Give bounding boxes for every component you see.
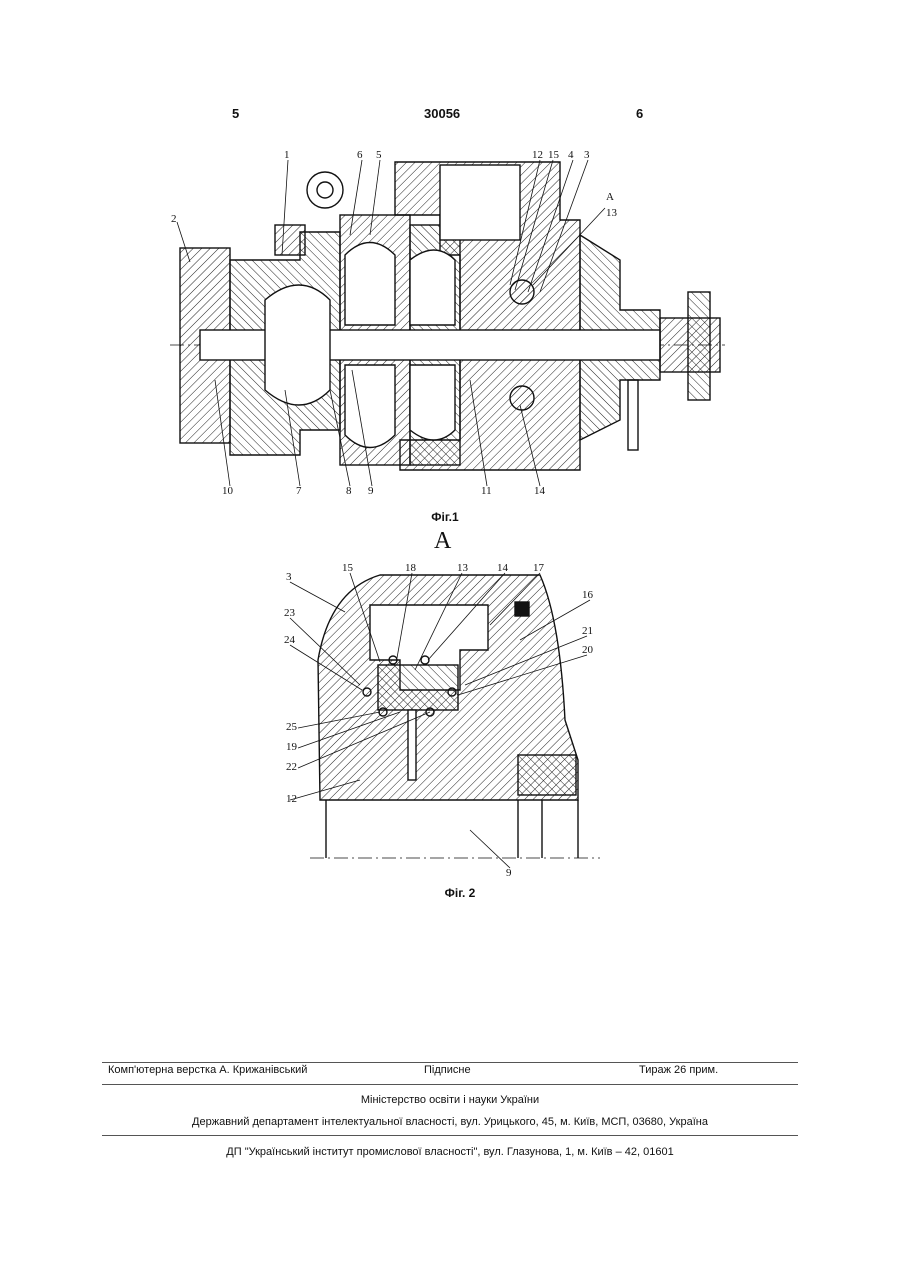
fig1-callout-1: 1 <box>284 149 290 161</box>
footer-rule-bottom <box>102 1135 798 1136</box>
fig2-body <box>310 575 600 858</box>
fig2-callout-19: 19 <box>286 741 298 753</box>
fig1-callout-2: 2 <box>171 213 177 225</box>
fig1-body <box>170 162 725 470</box>
fig1-callout-11: 11 <box>481 485 492 497</box>
fig2-callout-14: 14 <box>497 562 509 574</box>
fig1-callout-3: 3 <box>584 149 590 161</box>
fig2-callout-3: 3 <box>286 571 292 583</box>
fig1-callout-9: 9 <box>368 485 374 497</box>
fig2-callout-12: 12 <box>286 793 297 805</box>
fig2-callout-18: 18 <box>405 562 417 574</box>
fig2-view-label: А <box>434 528 452 554</box>
fig2-callout-24: 24 <box>284 634 296 646</box>
fig2-callout-13: 13 <box>457 562 469 574</box>
fig2-callout-21: 21 <box>582 625 593 637</box>
fig1-callout-14: 14 <box>534 485 546 497</box>
fig1-callout-10: 10 <box>222 485 234 497</box>
footer-signed: Підписне <box>424 1064 471 1076</box>
fig2-callout-16: 16 <box>582 589 594 601</box>
fig2-callout-23: 23 <box>284 607 296 619</box>
footer-rule-top <box>102 1062 798 1063</box>
footer-rule-middle <box>102 1084 798 1085</box>
fig2-callout-25: 25 <box>286 721 298 733</box>
fig2-callout-17: 17 <box>533 562 545 574</box>
footer-circulation: Тираж 26 прим. <box>639 1064 718 1076</box>
fig2-callout-15: 15 <box>342 562 354 574</box>
footer-layout-credit: Комп'ютерна верстка А. Крижанівський <box>108 1064 307 1076</box>
fig2-callout-22: 22 <box>286 761 297 773</box>
fig2-callout-20: 20 <box>582 644 594 656</box>
footer-department: Державний департамент інтелектуальної вл… <box>102 1116 798 1128</box>
figure-1-caption: Фіг.1 <box>420 510 470 524</box>
footer-institute: ДП "Український інститут промислової вла… <box>102 1146 798 1158</box>
fig1-callout-6: 6 <box>357 149 363 161</box>
fig2-callout-9: 9 <box>506 867 512 879</box>
fig1-callout-4: 4 <box>568 149 574 161</box>
fig1-callout-a: А <box>606 191 614 203</box>
fig1-callout-8: 8 <box>346 485 352 497</box>
fig1-callout-12: 12 <box>532 149 543 161</box>
fig1-callout-7: 7 <box>296 485 302 497</box>
fig1-callout-13: 13 <box>606 207 618 219</box>
fig1-callout-15: 15 <box>548 149 560 161</box>
fig1-callout-5: 5 <box>376 149 382 161</box>
footer-ministry: Міністерство освіти і науки України <box>102 1094 798 1106</box>
figure-2-caption: Фіг. 2 <box>430 886 490 900</box>
